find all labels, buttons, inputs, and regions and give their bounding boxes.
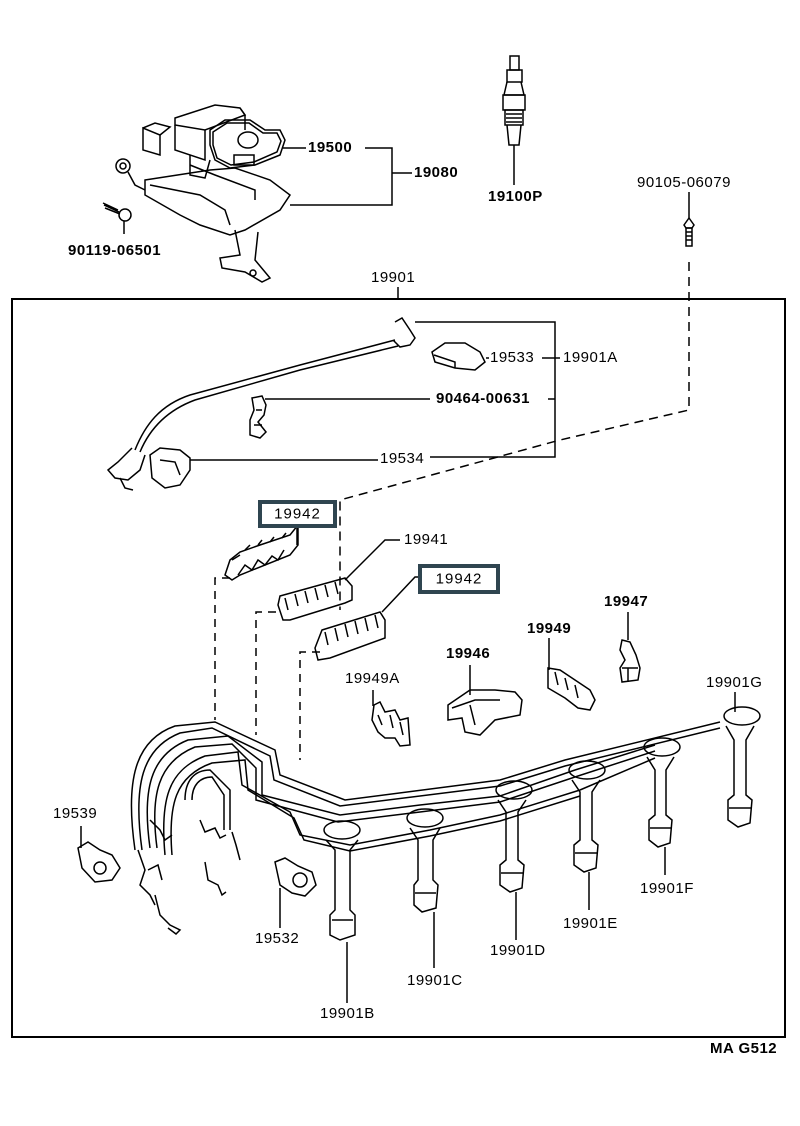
part-label-19949[interactable]: 19949 <box>527 620 572 637</box>
cord-clamp-19942-lower-drawing[interactable] <box>314 611 386 661</box>
part-label-19947[interactable]: 19947 <box>604 593 649 610</box>
part-label-19901F[interactable]: 19901F <box>640 880 694 897</box>
part-label-19901[interactable]: 19901 <box>371 269 416 286</box>
part-label-19532[interactable]: 19532 <box>255 930 300 947</box>
part-label-19534[interactable]: 19534 <box>380 450 425 467</box>
coil-cord-drawing[interactable] <box>106 317 416 491</box>
cord-clamp-19949-drawing[interactable] <box>547 667 596 711</box>
part-label-19901A[interactable]: 19901A <box>563 349 618 366</box>
cap-19534-drawing[interactable] <box>149 447 191 489</box>
part-label-19941[interactable]: 19941 <box>404 531 449 548</box>
ignition-coil-drawing[interactable] <box>115 104 292 283</box>
ignition-cord-harness-drawing[interactable] <box>130 721 721 935</box>
plug-boot-19901F-drawing[interactable] <box>643 737 681 848</box>
cap-19533-drawing[interactable] <box>431 342 486 371</box>
part-label-19942-lower: 19942 <box>435 570 483 588</box>
part-label-90464-00631[interactable]: 90464-00631 <box>436 390 530 407</box>
part-label-19901B[interactable]: 19901B <box>320 1005 375 1022</box>
cord-clamp-19946-drawing[interactable] <box>447 689 523 736</box>
part-label-19901G[interactable]: 19901G <box>706 674 763 691</box>
plug-boot-19901C-drawing[interactable] <box>406 808 444 913</box>
bolt-90119-drawing[interactable] <box>102 202 132 234</box>
plug-boot-19901G-drawing[interactable] <box>723 706 761 828</box>
clamp-90464-drawing[interactable] <box>249 395 268 439</box>
part-label-19539[interactable]: 19539 <box>53 805 98 822</box>
part-label-19100P[interactable]: 19100P <box>488 188 543 205</box>
part-label-19946[interactable]: 19946 <box>446 645 491 662</box>
plug-boot-19901E-drawing[interactable] <box>568 760 606 873</box>
part-label-19080[interactable]: 19080 <box>414 164 459 181</box>
part-label-19533[interactable]: 19533 <box>490 349 535 366</box>
part-label-19942-upper: 19942 <box>274 505 321 523</box>
diagram-code: MA G512 <box>710 1040 778 1057</box>
cord-clamp-19942-upper-drawing[interactable] <box>224 522 299 581</box>
spark-plug-drawing[interactable] <box>502 55 526 185</box>
part-label-90105-06079[interactable]: 90105-06079 <box>637 174 731 191</box>
part-label-19500[interactable]: 19500 <box>308 139 353 156</box>
plug-boot-19901B-drawing[interactable] <box>323 820 361 941</box>
plug-boot-19901D-drawing[interactable] <box>495 780 533 893</box>
highlighted-part-label-19942-lower[interactable]: 19942 <box>418 564 500 594</box>
part-label-19949A[interactable]: 19949A <box>345 670 400 687</box>
cap-19532-drawing[interactable] <box>274 857 317 897</box>
cord-clamp-19949A-drawing[interactable] <box>371 700 411 747</box>
cord-clamp-19947-drawing[interactable] <box>619 639 641 683</box>
highlighted-part-label-19942-upper[interactable]: 19942 <box>258 500 337 528</box>
part-label-19901D[interactable]: 19901D <box>490 942 546 959</box>
bolt-90105-drawing[interactable] <box>683 192 695 247</box>
cap-19539-drawing[interactable] <box>77 841 121 883</box>
cord-set-frame <box>11 298 786 1038</box>
part-label-19901C[interactable]: 19901C <box>407 972 463 989</box>
cord-clamp-19941-drawing[interactable] <box>277 577 353 621</box>
part-label-90119-06501[interactable]: 90119-06501 <box>68 242 162 259</box>
part-label-19901E[interactable]: 19901E <box>563 915 618 932</box>
